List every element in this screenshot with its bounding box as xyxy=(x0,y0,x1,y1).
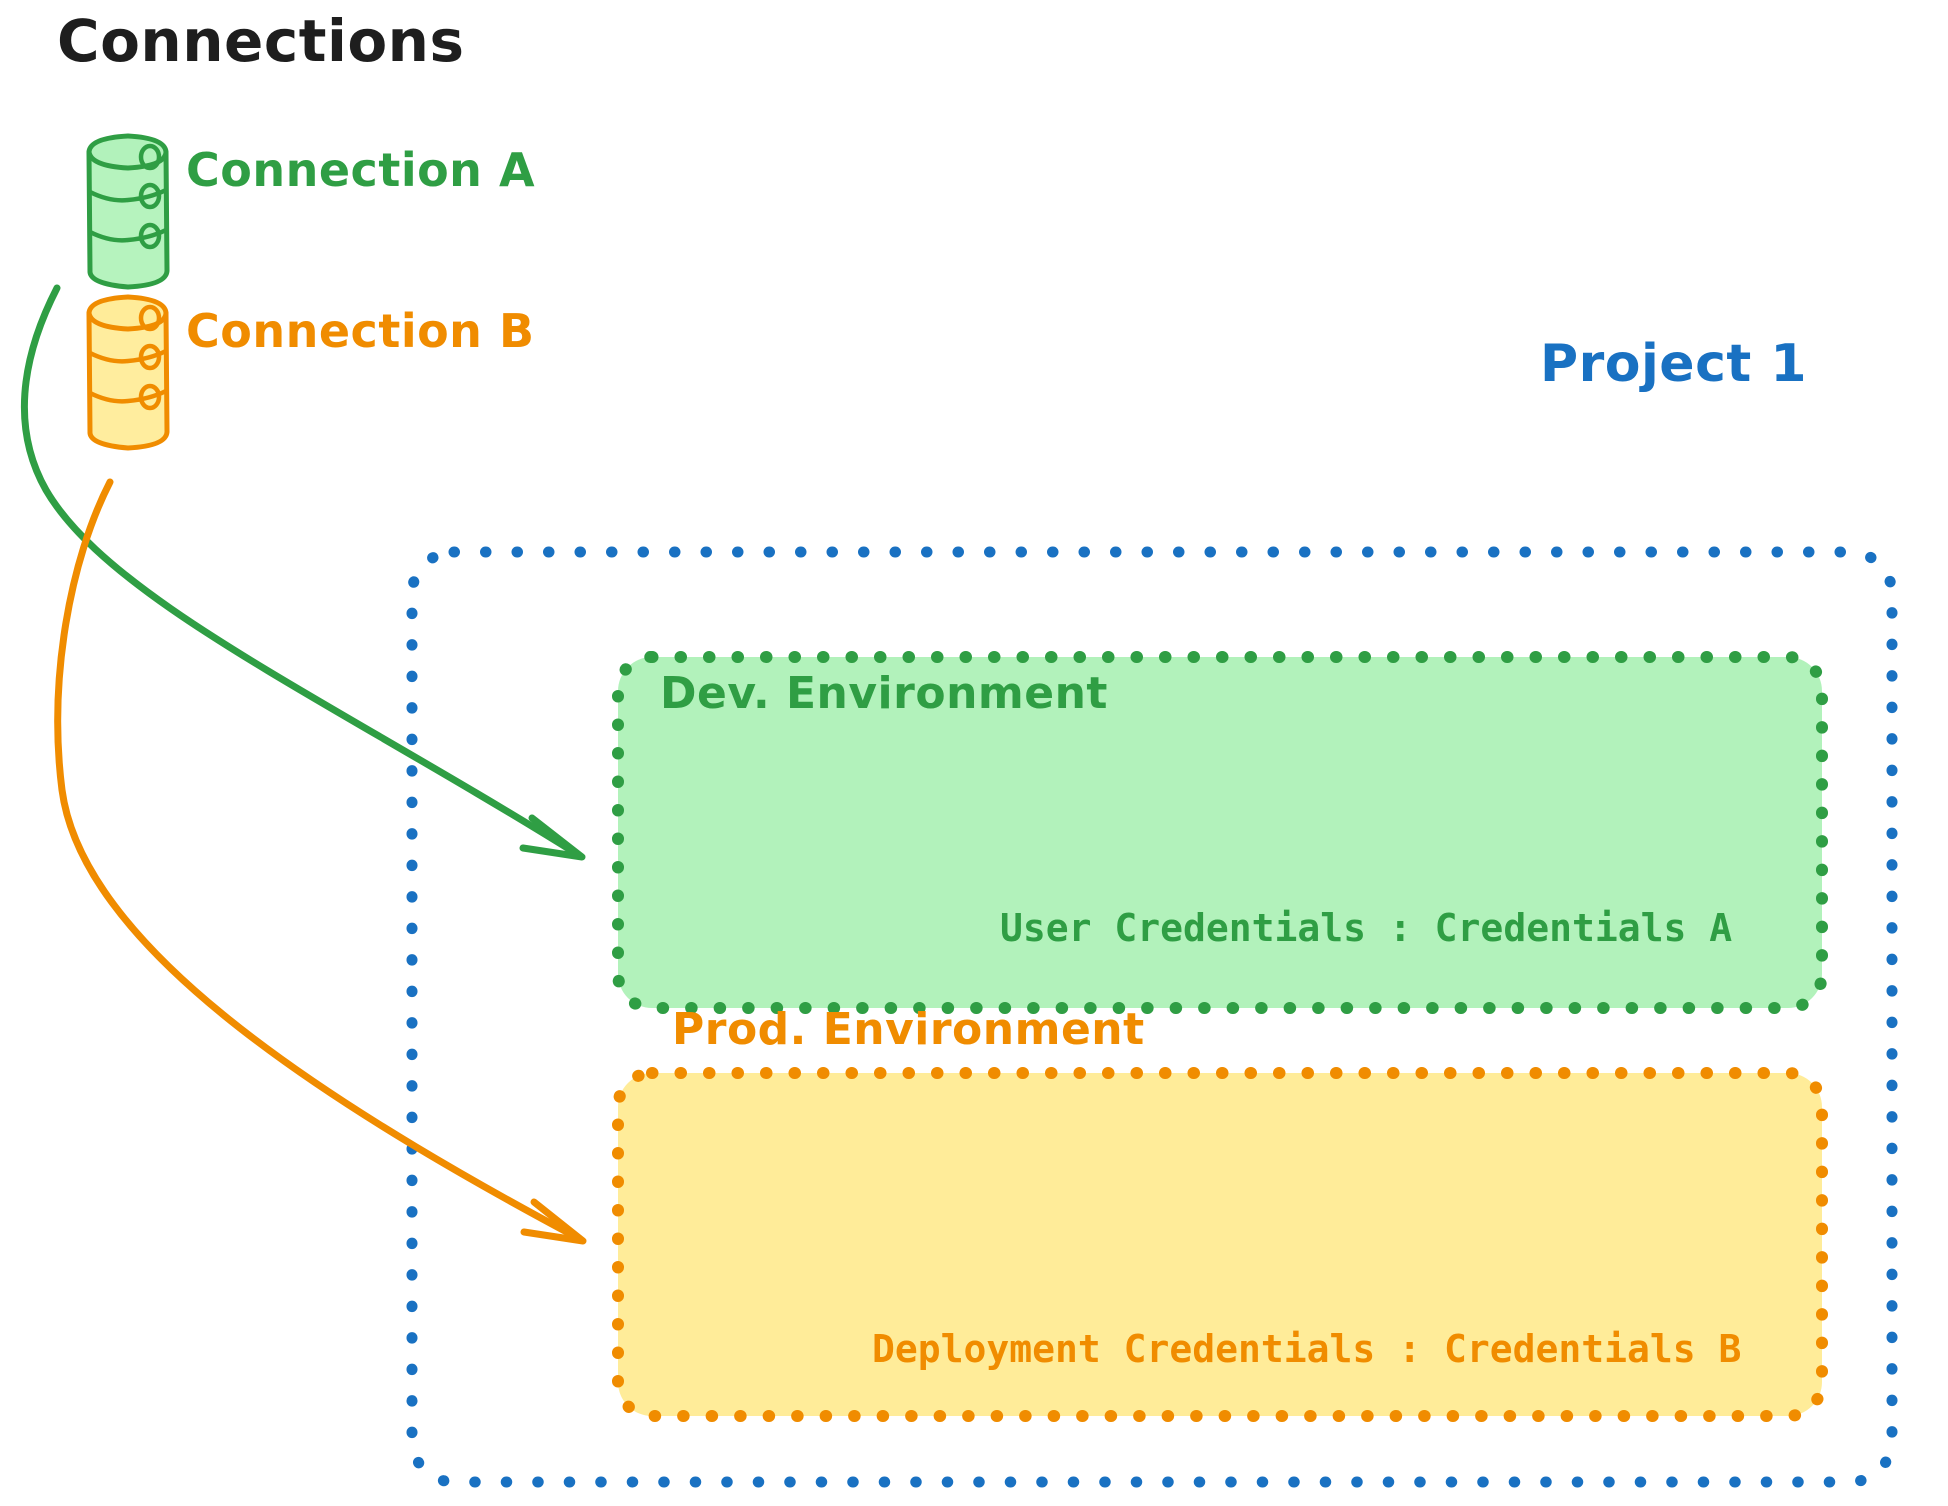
prod-environment-credentials: Deployment Credentials : Credentials B xyxy=(872,1327,1742,1371)
cylinder-divider-1 xyxy=(87,187,169,203)
cylinder-led-3 xyxy=(138,222,162,250)
arrow-line xyxy=(54,478,582,1242)
cylinder-led-1 xyxy=(138,143,162,171)
cylinder-divider-2 xyxy=(87,227,169,243)
prod-environment-box[interactable] xyxy=(612,1067,1828,1422)
database-cylinder-icon-connection-a[interactable] xyxy=(86,133,170,290)
cylinder-fill xyxy=(88,300,168,449)
cylinder-divider-2 xyxy=(87,388,169,404)
arrow-connection-b-to-prod xyxy=(54,478,587,1245)
arrow-head xyxy=(520,1198,587,1245)
cylinder-led-2 xyxy=(138,343,162,371)
arrow-head xyxy=(519,814,586,861)
project-1-title: Project 1 xyxy=(1540,334,1808,394)
project-1-container[interactable] xyxy=(406,546,1898,1488)
cylinder-divider-1 xyxy=(87,348,169,364)
cylinder-body xyxy=(86,149,170,290)
cylinder-fill xyxy=(88,139,168,288)
cylinder-top xyxy=(86,133,169,171)
page-title: Connections xyxy=(57,7,465,75)
cylinder-top xyxy=(86,294,169,332)
cylinder-body xyxy=(86,310,170,451)
connection-a-label[interactable]: Connection A xyxy=(186,143,536,197)
cylinder-led-3 xyxy=(138,383,162,411)
arrow-connection-a-to-dev xyxy=(21,284,586,861)
prod-environment-title: Prod. Environment xyxy=(672,1004,1145,1055)
arrow-line xyxy=(21,284,581,858)
dev-environment-title: Dev. Environment xyxy=(660,668,1108,719)
connection-b-label[interactable]: Connection B xyxy=(186,304,535,358)
dev-environment-box[interactable] xyxy=(612,651,1828,1014)
cylinder-led-1 xyxy=(138,304,162,332)
cylinder-led-2 xyxy=(138,182,162,210)
database-cylinder-icon-connection-b[interactable] xyxy=(86,294,170,451)
dev-environment-credentials: User Credentials : Credentials A xyxy=(1000,906,1733,950)
